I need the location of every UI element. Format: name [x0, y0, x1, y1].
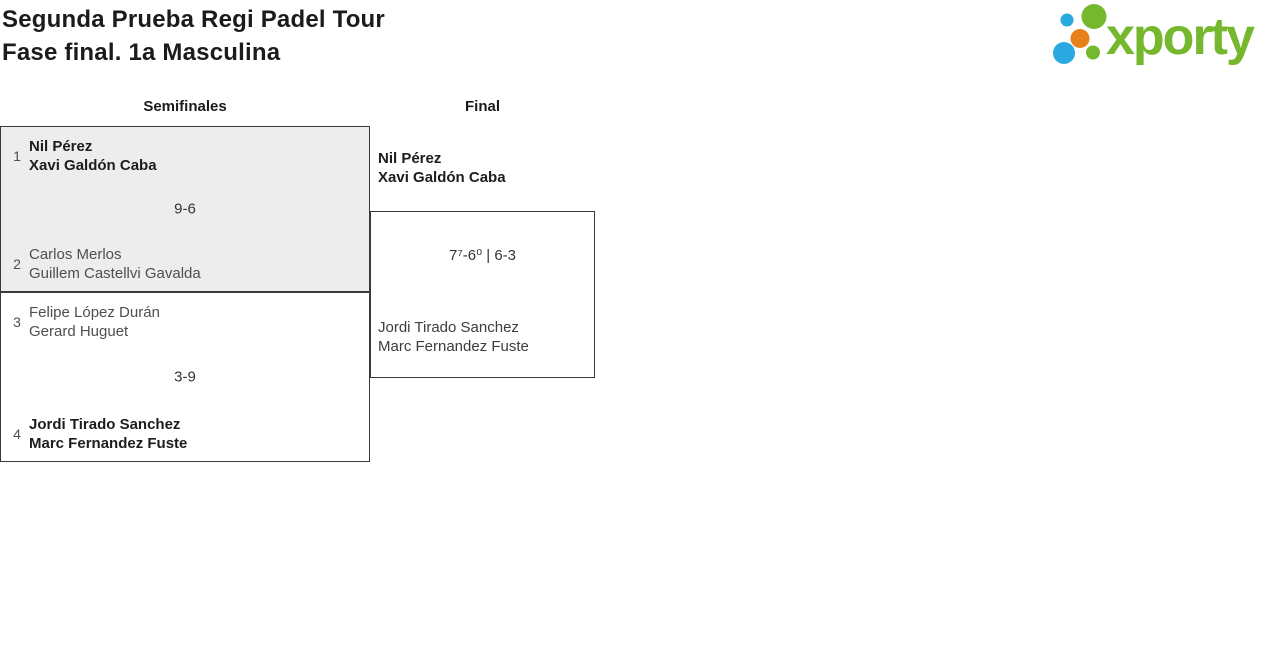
final-team-bottom: Jordi Tirado Sanchez Marc Fernandez Fust… [378, 318, 529, 356]
match-score: 3-9 [174, 368, 196, 386]
final-team-top: Nil Pérez Xavi Galdón Caba [378, 149, 506, 187]
player-name: Nil Pérez [29, 138, 93, 155]
match-semifinal-1[interactable]: 1 Nil Pérez Xavi Galdón Caba 9-6 2 Carlo… [0, 126, 370, 292]
seed-number: 4 [13, 426, 21, 442]
xporty-wordmark: xporty [1106, 8, 1255, 66]
match-score: 9-6 [174, 200, 196, 218]
match-final[interactable] [370, 211, 595, 378]
player-name: Gerard Huguet [29, 323, 129, 340]
match-semifinal-2[interactable]: 3 Felipe López Durán Gerard Huguet 3-9 4… [0, 292, 370, 462]
team-names: Jordi Tirado Sanchez Marc Fernandez Fust… [29, 415, 187, 453]
team-names: Nil Pérez Xavi Galdón Caba [29, 137, 157, 175]
seed-number: 2 [13, 256, 21, 272]
team-row: 3 Felipe López Durán Gerard Huguet [9, 303, 160, 341]
player-name: Carlos Merlos [29, 246, 122, 263]
player-name: Xavi Galdón Caba [378, 169, 506, 186]
player-name: Jordi Tirado Sanchez [378, 319, 519, 336]
tournament-title: Segunda Prueba Regi Padel Tour [2, 6, 385, 33]
team-names: Felipe López Durán Gerard Huguet [29, 303, 160, 341]
xporty-dots-icon [1053, 4, 1107, 64]
team-row: 4 Jordi Tirado Sanchez Marc Fernandez Fu… [9, 415, 187, 453]
seed-number: 3 [13, 314, 21, 330]
team-row: 1 Nil Pérez Xavi Galdón Caba [9, 137, 157, 175]
player-name: Guillem Castellvi Gavalda [29, 265, 201, 282]
player-name: Jordi Tirado Sanchez [29, 416, 181, 433]
player-name: Marc Fernandez Fuste [29, 435, 188, 452]
player-name: Felipe López Durán [29, 304, 160, 321]
phase-subtitle: Fase final. 1a Masculina [2, 39, 281, 66]
team-names: Carlos Merlos Guillem Castellvi Gavalda [29, 245, 201, 283]
player-name: Xavi Galdón Caba [29, 157, 157, 174]
final-score: 7⁷-6⁰ | 6-3 [448, 247, 517, 264]
seed-number: 1 [13, 148, 21, 164]
player-name: Nil Pérez [378, 150, 442, 167]
player-name: Marc Fernandez Fuste [378, 338, 529, 355]
page-header: Segunda Prueba Regi Padel Tour Fase fina… [2, 3, 385, 69]
team-row: 2 Carlos Merlos Guillem Castellvi Gavald… [9, 245, 201, 283]
round-header-final: Final [464, 98, 500, 115]
xporty-logo[interactable]: xporty [1048, 0, 1280, 72]
round-header-semifinales: Semifinales [143, 98, 227, 115]
